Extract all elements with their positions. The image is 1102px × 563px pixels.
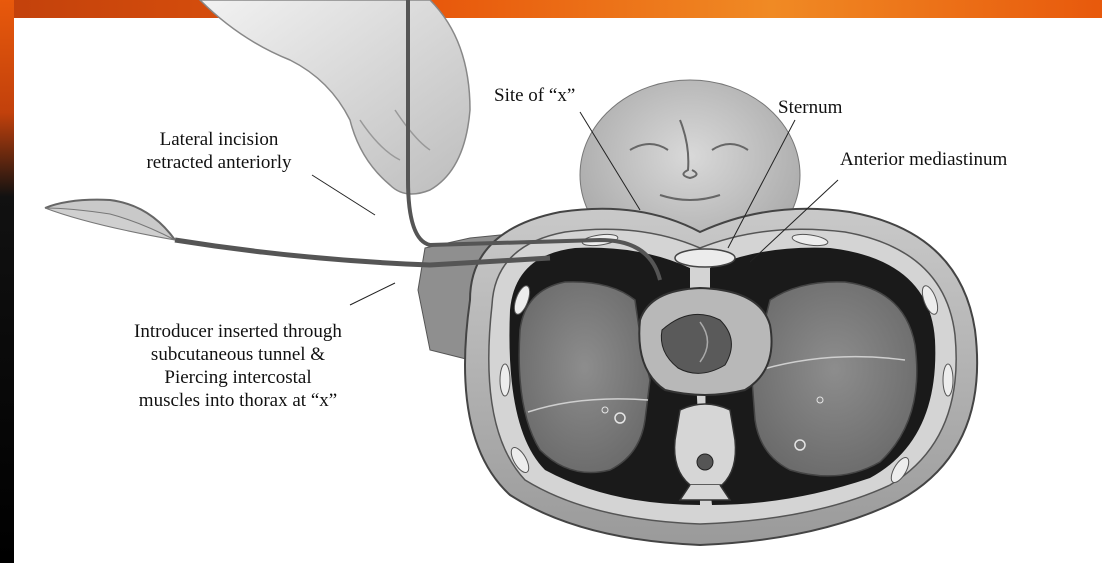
site-of-x-label: Site of “x” [494,84,575,107]
right-lung [752,282,917,476]
sternum-label: Sternum [778,96,842,119]
heart-mediastinum [639,288,771,395]
sternum-bone [675,249,735,267]
lateral-incision-label: Lateral incision retracted anteriorly [104,128,334,174]
introducer-label: Introducer inserted through subcutaneous… [88,320,388,412]
anterior-mediastinum-label: Anterior mediastinum [840,148,1007,171]
left-lung [519,282,650,473]
